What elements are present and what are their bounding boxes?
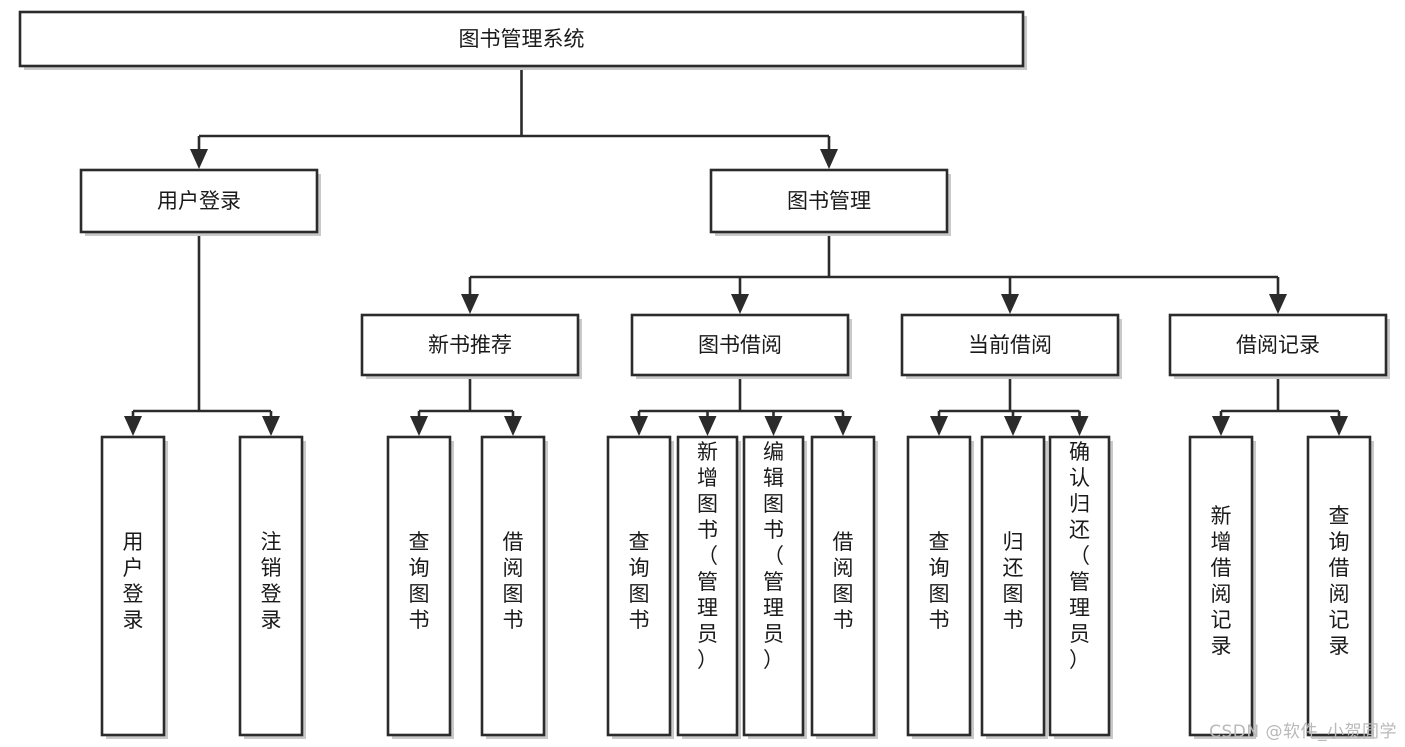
arrow-head-icon [1269, 294, 1287, 314]
box-outline [980, 435, 1046, 737]
box-outline [386, 435, 452, 737]
arrow-head-icon [698, 416, 717, 436]
box-outline [810, 435, 876, 737]
arrow-head-icon [1330, 416, 1348, 436]
leaf-node-11[interactable]: 确认归还（管理员） [1048, 435, 1113, 739]
box-outline [480, 435, 546, 737]
leaf-label: 归还图书 [1003, 530, 1024, 632]
node-label: 借阅记录 [1236, 333, 1320, 357]
leaf-label: 用户登录 [123, 530, 144, 632]
leaf-label: 查询图书 [409, 530, 430, 632]
level1-node-2[interactable]: 图书管理 [709, 168, 951, 236]
node-label: 新书推荐 [428, 333, 512, 357]
arrow-head-icon [504, 416, 522, 436]
level2-node-3[interactable]: 当前借阅 [900, 313, 1122, 379]
node-label: 图书管理系统 [459, 27, 585, 51]
leaf-label: 新增图书（管理员） [697, 440, 718, 672]
node-label: 用户登录 [157, 189, 241, 213]
arrow-head-icon [820, 149, 838, 169]
level2-node-1[interactable]: 新书推荐 [360, 313, 582, 379]
leaf-node-9[interactable]: 查询图书 [906, 435, 974, 739]
leaf-label: 借阅图书 [833, 530, 854, 632]
arrow-head-icon [1212, 416, 1230, 436]
nodes-layer: 图书管理系统用户登录图书管理新书推荐图书借阅当前借阅借阅记录用户登录注销登录查询… [18, 10, 1390, 739]
arrow-head-icon [410, 416, 428, 436]
leaf-label: 查询借阅记录 [1329, 504, 1350, 658]
box-outline [1188, 435, 1254, 737]
leaf-label: 新增借阅记录 [1211, 504, 1232, 658]
node-label: 当前借阅 [968, 333, 1052, 357]
arrow-head-icon [764, 416, 783, 436]
leaf-node-2[interactable]: 注销登录 [238, 435, 306, 739]
leaf-node-10[interactable]: 归还图书 [980, 435, 1048, 739]
root-node-1[interactable]: 图书管理系统 [18, 10, 1027, 70]
box-outline [360, 313, 580, 377]
leaf-label: 确认归还（管理员） [1069, 440, 1090, 672]
box-outline [1168, 313, 1388, 377]
arrow-head-icon [1070, 416, 1089, 436]
leaf-node-13[interactable]: 查询借阅记录 [1306, 435, 1374, 739]
arrow-head-icon [461, 294, 479, 314]
box-outline [709, 168, 949, 234]
leaf-node-3[interactable]: 查询图书 [386, 435, 454, 739]
level1-node-1[interactable]: 用户登录 [79, 168, 321, 236]
arrow-head-icon [262, 416, 280, 436]
leaf-node-12[interactable]: 新增借阅记录 [1188, 435, 1256, 739]
arrow-head-icon [1001, 294, 1019, 314]
arrow-head-icon [124, 416, 142, 436]
box-outline [742, 435, 805, 737]
arrow-head-icon [731, 294, 749, 314]
level2-node-2[interactable]: 图书借阅 [630, 313, 852, 379]
arrow-head-icon [630, 416, 648, 436]
level2-node-4[interactable]: 借阅记录 [1168, 313, 1390, 379]
csdn-watermark: CSDN @软件_小贺同学 [1209, 722, 1397, 742]
node-label: 图书借阅 [698, 333, 782, 357]
box-outline [630, 313, 850, 377]
leaf-node-8[interactable]: 借阅图书 [810, 435, 878, 739]
leaf-node-5[interactable]: 查询图书 [606, 435, 674, 739]
box-outline [676, 435, 739, 737]
leaf-node-1[interactable]: 用户登录 [100, 435, 168, 739]
leaf-node-4[interactable]: 借阅图书 [480, 435, 548, 739]
box-outline [1306, 435, 1372, 737]
arrow-head-icon [1004, 416, 1022, 436]
arrow-head-icon [930, 416, 948, 436]
leaf-label: 编辑图书（管理员） [763, 440, 784, 672]
box-outline [900, 313, 1120, 377]
box-outline [100, 435, 166, 737]
connectors-layer [124, 66, 1348, 436]
box-outline [18, 10, 1025, 68]
leaf-node-6[interactable]: 新增图书（管理员） [676, 435, 741, 739]
box-outline [906, 435, 972, 737]
leaf-label: 查询图书 [929, 530, 950, 632]
arrow-head-icon [190, 149, 208, 169]
leaf-label: 借阅图书 [503, 530, 524, 632]
box-outline [1048, 435, 1111, 737]
leaf-node-7[interactable]: 编辑图书（管理员） [742, 435, 807, 739]
node-label: 图书管理 [787, 189, 871, 213]
leaf-label: 注销登录 [261, 530, 282, 632]
box-outline [238, 435, 304, 737]
arrow-head-icon [834, 416, 852, 436]
leaf-label: 查询图书 [629, 530, 650, 632]
box-outline [606, 435, 672, 737]
box-outline [79, 168, 319, 234]
